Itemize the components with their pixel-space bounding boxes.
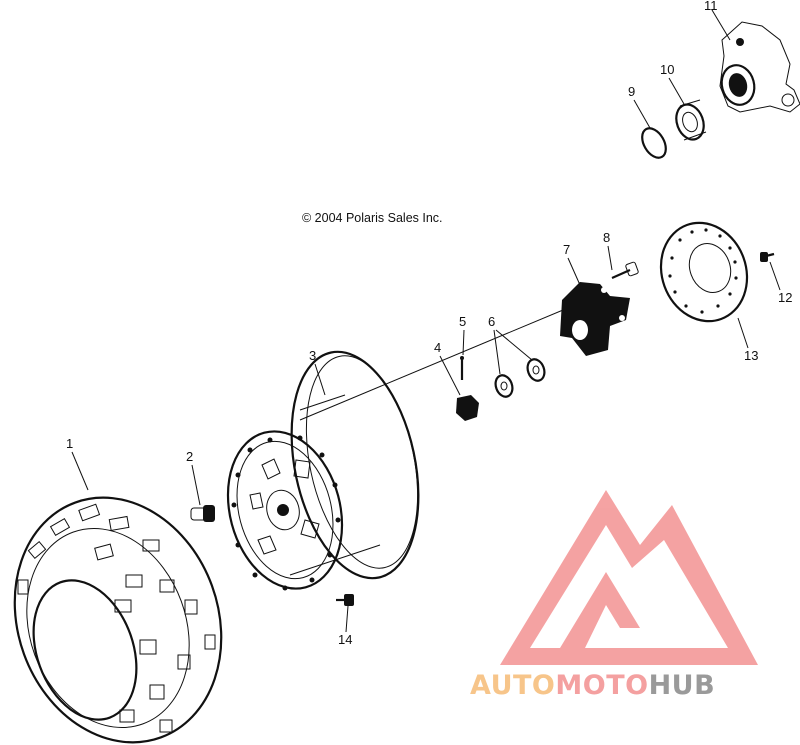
assembly-axis-line xyxy=(299,304,576,421)
callout-14: 14 xyxy=(338,632,352,647)
part-rotor-bolt xyxy=(760,252,775,262)
part-snap-ring xyxy=(641,127,667,159)
callout-11: 11 xyxy=(704,0,718,13)
callout-3: 3 xyxy=(309,348,316,363)
callout-2: 2 xyxy=(186,449,193,464)
callouts: 1 2 3 4 5 6 7 8 9 10 11 12 13 14 xyxy=(66,0,792,647)
part-bearing xyxy=(675,99,707,141)
callout-4: 4 xyxy=(434,340,441,355)
callout-8: 8 xyxy=(603,230,610,245)
callout-7: 7 xyxy=(563,242,570,257)
part-brake-disc xyxy=(659,221,749,323)
part-wheel-rim xyxy=(226,350,420,591)
part-cotter-pin xyxy=(460,356,464,380)
part-lug-nut xyxy=(336,594,354,606)
callout-10: 10 xyxy=(660,62,674,77)
callout-13: 13 xyxy=(744,348,758,363)
part-washers xyxy=(494,358,546,398)
leader-lines xyxy=(71,9,781,633)
part-knuckle xyxy=(719,21,800,113)
logo-wordmark: AUTOMOTOHUB xyxy=(470,670,715,701)
callout-12: 12 xyxy=(778,290,792,305)
part-castle-nut xyxy=(456,395,479,421)
logo-word-hub: HUB xyxy=(649,670,716,701)
copyright-notice: © 2004 Polaris Sales Inc. xyxy=(302,211,443,225)
callout-5: 5 xyxy=(459,314,466,329)
part-hub xyxy=(560,282,630,356)
callout-6: 6 xyxy=(488,314,495,329)
logo-triangle-mark xyxy=(500,490,758,665)
watermark-logo: AUTOMOTOHUB xyxy=(470,490,758,701)
part-valve-stem xyxy=(190,505,215,522)
part-tire xyxy=(13,496,223,744)
logo-word-auto: AUTO xyxy=(470,670,555,701)
callout-1: 1 xyxy=(66,436,73,451)
logo-word-moto: MOTO xyxy=(555,670,648,701)
part-hub-bolt xyxy=(611,261,639,280)
callout-9: 9 xyxy=(628,84,635,99)
